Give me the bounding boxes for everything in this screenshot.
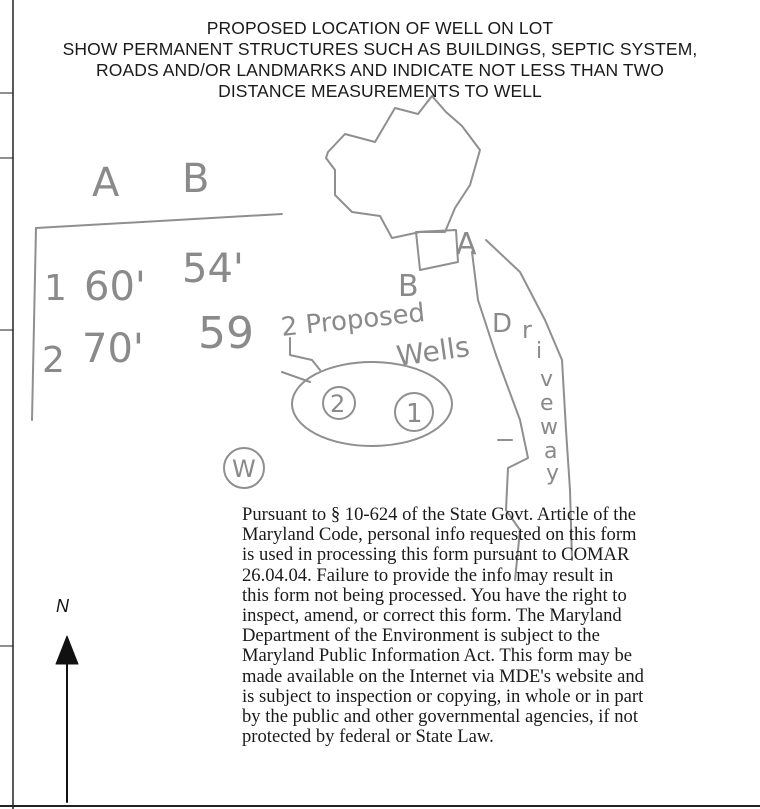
well-1-circle	[394, 392, 434, 432]
proposed-bracket	[289, 337, 321, 371]
driveway-letter: e	[540, 391, 554, 416]
row2-b-value: 59	[198, 308, 254, 359]
notice-line: is subject to inspection or copying, in …	[242, 685, 644, 707]
notice-line: is used in processing this form pursuant…	[242, 544, 630, 566]
proposed-label: 2 Proposed	[280, 298, 427, 343]
row1-number: 1	[44, 268, 67, 309]
row2-a-value: 70'	[82, 326, 144, 372]
driveway-letter: w	[540, 415, 558, 440]
table-left-line	[31, 227, 37, 421]
notice-line: Pursuant to § 10-624 of the State Govt. …	[242, 504, 637, 525]
instructions-header: PROPOSED LOCATION OF WELL ON LOT SHOW PE…	[0, 18, 760, 102]
col-a-label: A	[92, 160, 120, 206]
row1-b-value: 54'	[182, 246, 244, 292]
table-header-line	[35, 213, 283, 229]
col-b-label: B	[182, 156, 209, 202]
well-2-circle	[322, 386, 356, 420]
driveway-letter: i	[536, 339, 542, 364]
north-label: N	[56, 596, 69, 616]
notice-line: 26.04.04. Failure to provide the info ma…	[242, 564, 614, 586]
existing-well-label: W	[232, 455, 256, 483]
notice-line: Department of the Environment is subject…	[242, 625, 600, 647]
house-outline	[325, 95, 481, 239]
notice-line: protected by federal or State Law.	[242, 726, 494, 748]
driveway-label: D r i v e w a y	[492, 309, 559, 486]
header-line-4: DISTANCE MEASUREMENTS TO WELL	[218, 81, 542, 101]
driveway-letter: v	[540, 367, 553, 392]
existing-well-circle	[223, 447, 265, 489]
wells-label: Wells	[394, 330, 471, 373]
header-title: PROPOSED LOCATION OF WELL ON LOT	[206, 18, 554, 38]
header-line-2: SHOW PERMANENT STRUCTURES SUCH AS BUILDI…	[62, 39, 698, 59]
small-structure	[415, 229, 459, 271]
driveway-letter: r	[522, 316, 532, 344]
driveway-letter: a	[544, 439, 557, 464]
wells-ellipse	[291, 361, 453, 447]
row2-number: 2	[42, 340, 65, 381]
driveway-left-edge	[471, 251, 529, 581]
proposed-pointer	[281, 371, 311, 383]
point-b-label: B	[398, 269, 419, 304]
driveway-letter: D	[492, 309, 512, 339]
well-1-label: 1	[406, 399, 423, 429]
driveway-letter: y	[546, 461, 559, 486]
north-arrow-icon	[55, 635, 79, 803]
header-line-3: ROADS AND/OR LANDMARKS AND INDICATE NOT …	[96, 60, 664, 80]
point-a-label: A	[456, 227, 477, 262]
notice-line: by the public and other governmental age…	[242, 706, 639, 728]
notice-line: Maryland Public Information Act. This fo…	[242, 645, 633, 667]
notice-line: inspect, amend, or correct this form. Th…	[242, 605, 622, 627]
notice-line: this form not being processed. You have …	[242, 584, 627, 606]
notice-line: Maryland Code, personal info requested o…	[242, 524, 637, 546]
well-2-label: 2	[330, 390, 345, 418]
row1-a-value: 60'	[84, 264, 146, 310]
driveway-right-edge	[485, 239, 573, 561]
privacy-notice: Pursuant to § 10-624 of the State Govt. …	[242, 504, 758, 748]
notice-line: made available on the Internet via MDE's…	[242, 665, 644, 687]
